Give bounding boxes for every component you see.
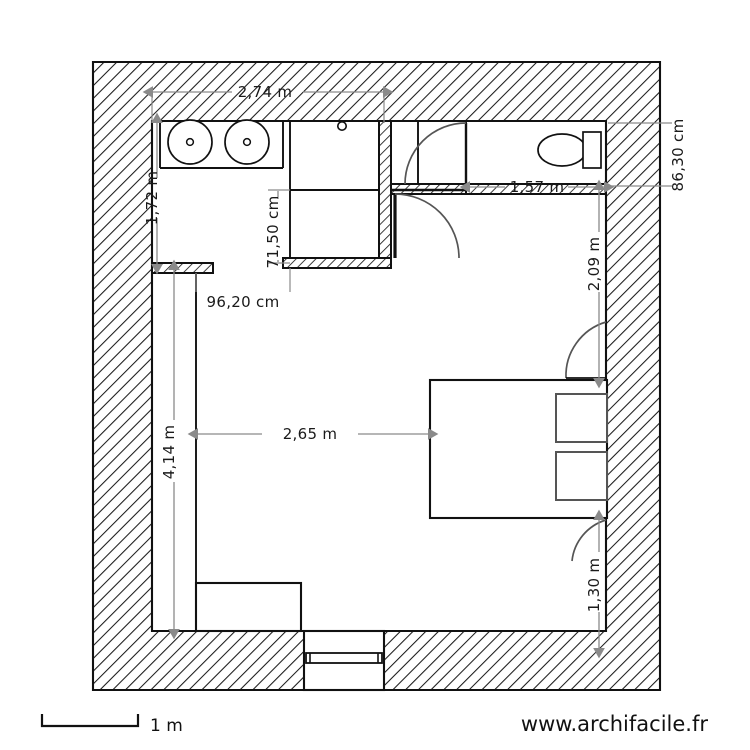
watermark-link[interactable]: www.archifacile.fr	[521, 712, 708, 736]
dimension-2-09-m: 2,09 m	[585, 179, 605, 389]
dimension-label: 86,30 cm	[669, 119, 687, 192]
doors	[391, 122, 607, 562]
dimension-label: 1,30 m	[585, 558, 603, 613]
dimension-label: 1,57 m	[510, 178, 565, 196]
sink-burner-right	[224, 119, 270, 165]
pillow-upper	[555, 393, 608, 443]
dimension-label: 2,74 m	[238, 83, 293, 101]
sink-burner-left	[167, 119, 213, 165]
dimension-4-14-m: 4,14 m	[160, 259, 180, 640]
window-bottom	[302, 629, 386, 692]
dimension-1-30-m: 1,30 m	[585, 509, 605, 659]
dimension-label: 1,72 m	[143, 171, 161, 226]
dimension-1-57-m: 1,57 m	[459, 178, 615, 196]
dimension-71-50-cm: 71,50 cm	[264, 189, 290, 269]
door-wc	[404, 122, 468, 185]
dimension-label: 71,50 cm	[264, 196, 282, 269]
dimension-2-65-m: 2,65 m	[187, 425, 439, 443]
toilet-fixture	[537, 131, 602, 169]
door-bathroom	[391, 188, 466, 259]
door-right-lower	[571, 519, 607, 562]
dimension-lines: 2,74 m 1,72 m 71,50 cm 96,20 cm 1,57 m	[142, 83, 687, 659]
dimension-label: 4,14 m	[160, 425, 178, 480]
pillow-lower	[555, 451, 608, 501]
dimension-96-20-cm: 96,20 cm	[195, 268, 291, 311]
dimension-label: 2,09 m	[585, 237, 603, 292]
fixtures	[167, 119, 609, 692]
dimension-1-72-m: 1,72 m	[143, 112, 163, 275]
dimension-label: 2,65 m	[283, 425, 338, 443]
scale-bar-label: 1 m	[150, 716, 183, 736]
shower-drain-icon	[336, 121, 347, 132]
scale-bar: 1 m	[40, 714, 183, 736]
bed	[428, 378, 609, 520]
dimension-86-30-cm: 86,30 cm	[608, 119, 687, 192]
dimension-2-74-m: 2,74 m	[142, 83, 394, 123]
dimension-label: 96,20 cm	[207, 293, 280, 311]
cabinet-bottom-left	[194, 581, 303, 633]
